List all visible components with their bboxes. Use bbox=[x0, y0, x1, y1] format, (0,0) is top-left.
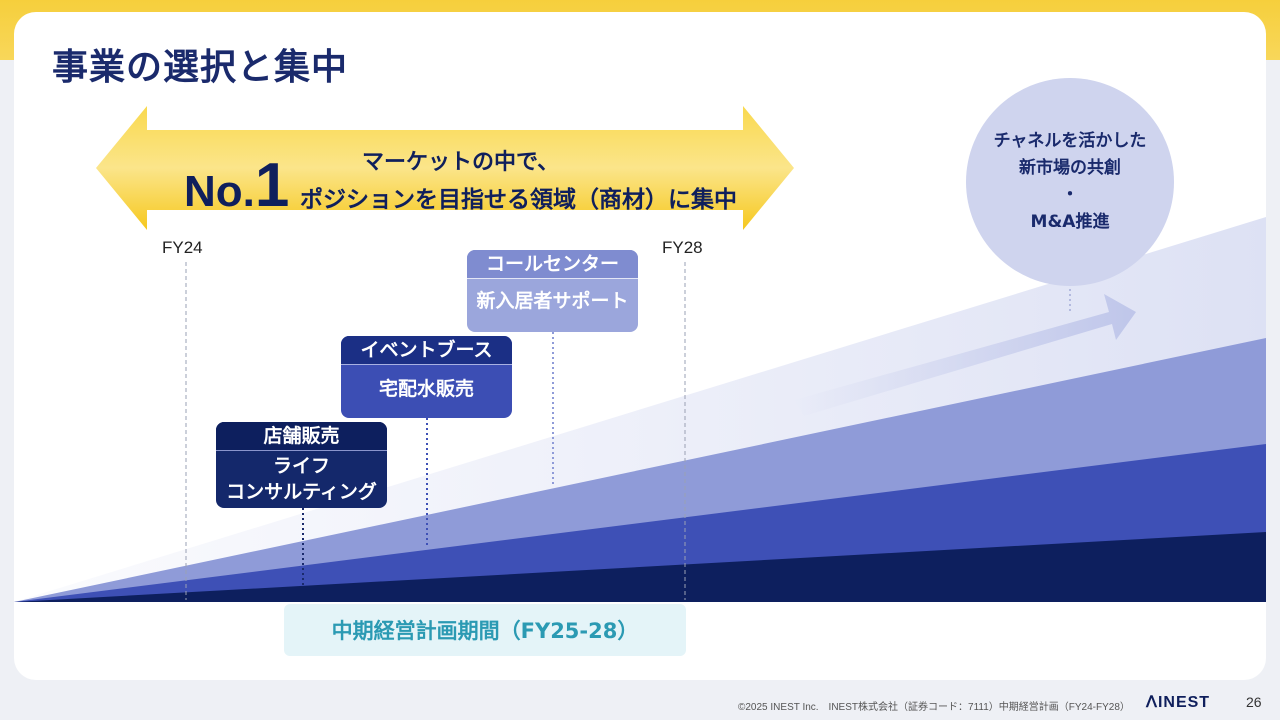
fy-end-label: FY28 bbox=[662, 238, 703, 257]
stage-head: 店舗販売 bbox=[216, 422, 387, 451]
arrow-line1: マーケットの中で、 bbox=[362, 150, 560, 175]
stage-body-line: ライフ bbox=[272, 455, 330, 477]
stage-body-line: 宅配水販売 bbox=[378, 378, 474, 400]
plan-period-label: 中期経営計画期間（FY25-28） bbox=[284, 604, 686, 656]
stage-event-booth: イベントブース 宅配水販売 bbox=[341, 336, 512, 418]
focus-arrow-text: No.1 マーケットの中で、 ポジションを目指せる領域（商材）に集中 bbox=[184, 132, 784, 222]
no-text: No. bbox=[184, 167, 255, 216]
stage-body: ライフ コンサルティング bbox=[216, 451, 387, 505]
focus-arrow bbox=[96, 106, 794, 230]
stage-body-line: コンサルティング bbox=[226, 481, 377, 503]
page-title: 事業の選択と集中 bbox=[52, 47, 349, 88]
circle-line: 新市場の共創 bbox=[1019, 158, 1121, 178]
growth-wedge-navy bbox=[14, 532, 1266, 602]
stage-call-center: コールセンター 新入居者サポート bbox=[467, 250, 638, 332]
stage-store-sales: 店舗販売 ライフ コンサルティング bbox=[216, 422, 387, 508]
circle-line: ・ bbox=[1061, 185, 1079, 205]
stage-body: 宅配水販売 bbox=[341, 365, 512, 402]
slide-card: 事業の選択と集中 bbox=[14, 12, 1266, 680]
no1-label: No.1 bbox=[184, 150, 289, 221]
expansion-arrow bbox=[794, 294, 1136, 416]
footer-copyright: ©2025 INEST Inc. INEST株式会社（証券コード：7111）中期… bbox=[738, 702, 1130, 713]
logo-icon: ᐱ bbox=[1146, 694, 1158, 711]
stage-head: イベントブース bbox=[341, 336, 512, 365]
circle-line: チャネルを活かした bbox=[993, 131, 1147, 151]
logo-text: INEST bbox=[1157, 694, 1211, 711]
arrow-line2: ポジションを目指せる領域（商材）に集中 bbox=[300, 187, 737, 213]
stage-head: コールセンター bbox=[467, 250, 638, 279]
page-number: 26 bbox=[1246, 694, 1262, 710]
fy-start-label: FY24 bbox=[162, 238, 203, 257]
one-text: 1 bbox=[254, 151, 290, 220]
stage-body-line: 新入居者サポート bbox=[476, 290, 629, 312]
circle-line: M&A推進 bbox=[1030, 212, 1110, 232]
new-market-circle: チャネルを活かした 新市場の共創 ・ M&A推進 bbox=[966, 78, 1174, 286]
stage-body: 新入居者サポート bbox=[467, 279, 638, 314]
company-logo: ᐱINEST bbox=[1146, 692, 1210, 712]
